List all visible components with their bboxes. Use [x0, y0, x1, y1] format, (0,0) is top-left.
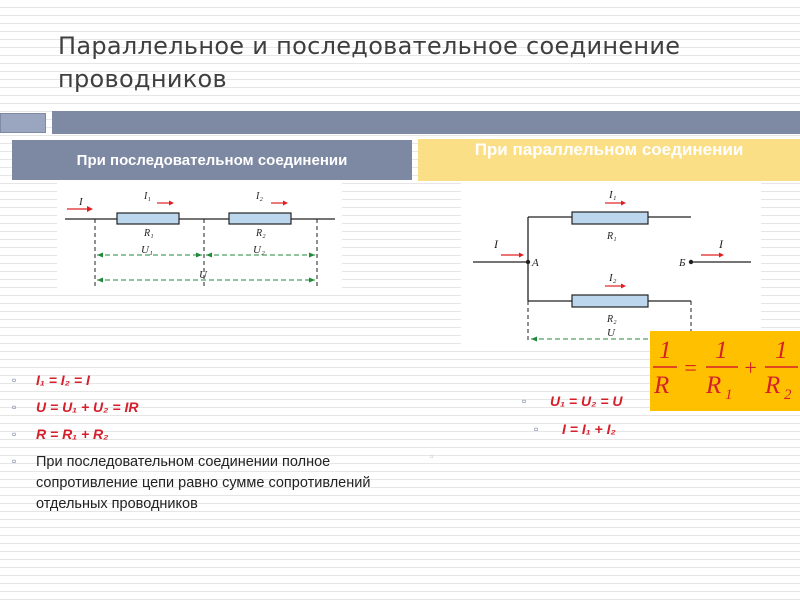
parallel-current-in-label: I [493, 237, 499, 251]
faint-hidden-text: ▫ [430, 448, 770, 466]
parallel-resistance-formula: 1 R = 1 R 1 + 1 R 2 [650, 331, 800, 411]
series-circuit-diagram: I I₁ I₂ R₁ R₂ U₁ U₂ U [57, 183, 342, 291]
series-u-arrow-left [97, 277, 103, 283]
series-resistor-r2 [228, 212, 292, 225]
list-item: ▫ I₁ = I₂ = I [12, 370, 392, 391]
series-u-arrow-right [309, 277, 315, 283]
parallel-r1-label: R₁ [606, 231, 617, 242]
parallel-header: При параллельном соединении [418, 139, 800, 181]
list-item: ▫ При последовательном соединении полное… [12, 451, 392, 514]
list-item: ▫ I = I₁ + I₂ [534, 419, 616, 440]
parallel-node-a-label: А [531, 257, 539, 269]
parallel-node-a-dot [525, 259, 531, 265]
parallel-node-b-label: Б [678, 257, 686, 269]
square-bullet-icon: ▫ [12, 400, 17, 414]
parallel-r2-label: R₂ [606, 314, 617, 325]
series-u2-label: U₂ [253, 244, 265, 256]
parallel-voltage-equation: U₁ = U₂ = U [550, 393, 623, 409]
series-current-equation: I₁ = I₂ = I [36, 372, 90, 388]
parallel-circuit-svg: I I I₁ I₂ R₁ R₂ А Б U [473, 189, 751, 343]
formula-t2-den: R [764, 372, 780, 399]
square-bullet-icon: ▫ [12, 454, 17, 468]
series-explanation: При последовательном соединении полное с… [36, 454, 371, 512]
list-item: ▫ U₁ = U₂ = U [522, 391, 623, 412]
parallel-bullet-voltage: ▫ U₁ = U₂ = U [522, 391, 623, 412]
series-u2-arrow-left [206, 252, 212, 258]
decor-bar-right [52, 111, 800, 134]
series-i2-label: I₂ [255, 191, 263, 202]
parallel-i1-label: I₁ [608, 189, 617, 201]
formula-t1-num: 1 [715, 337, 728, 364]
series-resistance-equation: R = R₁ + R₂ [36, 426, 109, 442]
formula-t2-sub: 2 [784, 387, 792, 403]
parallel-u-arrow-left [531, 336, 537, 342]
parallel-header-text: При параллельном соединении [474, 140, 744, 159]
parallel-current-out-label: I [718, 237, 724, 251]
formula-t1-sub: 1 [725, 387, 733, 403]
formula-t1-den: R [705, 372, 721, 399]
parallel-u-label: U [607, 327, 616, 339]
series-resistor-r1 [116, 212, 180, 225]
series-circuit-svg: I I₁ I₂ R₁ R₂ U₁ U₂ U [65, 191, 335, 287]
series-u-label: U [199, 269, 208, 281]
formula-plus: + [743, 355, 758, 380]
parallel-out-arrowhead [719, 252, 724, 258]
series-i2-arrowhead [283, 200, 288, 206]
series-header-text: При последовательном соединении [76, 151, 348, 169]
list-item: ▫ R = R₁ + R₂ [12, 424, 392, 445]
decor-bar-left [0, 113, 46, 133]
series-u2-arrow-right [309, 252, 315, 258]
parallel-in-arrowhead [519, 252, 524, 258]
parallel-resistor-r2 [571, 294, 649, 308]
parallel-bullet-current: ▫ I = I₁ + I₂ [534, 419, 616, 440]
parallel-i1-arrowhead [621, 200, 626, 206]
square-bullet-icon: ▫ [12, 427, 17, 441]
square-bullet-icon: ▫ [430, 452, 435, 463]
parallel-current-equation: I = I₁ + I₂ [562, 421, 616, 437]
slide-title: Параллельное и последовательное соединен… [58, 32, 681, 93]
series-i1-label: I₁ [143, 191, 151, 202]
series-current-arrowhead [87, 206, 93, 212]
series-u1-arrow-left [97, 252, 103, 258]
series-u1-label: U₁ [141, 244, 153, 256]
series-r1-label: R₁ [143, 228, 154, 239]
parallel-i2-arrowhead [621, 283, 626, 289]
parallel-node-b-dot [688, 259, 694, 265]
series-voltage-equation: U = U₁ + U₂ = IR [36, 399, 139, 415]
square-bullet-icon: ▫ [522, 394, 527, 408]
series-current-label: I [78, 196, 84, 208]
formula-svg: 1 R = 1 R 1 + 1 R 2 [653, 337, 798, 403]
list-item: ▫ U = U₁ + U₂ = IR [12, 397, 392, 418]
series-u1-arrow-right [196, 252, 202, 258]
parallel-circuit-diagram: I I I₁ I₂ R₁ R₂ А Б U [461, 183, 761, 350]
square-bullet-icon: ▫ [12, 373, 17, 387]
formula-t2-num: 1 [775, 337, 788, 364]
series-header: При последовательном соединении [12, 140, 412, 180]
square-bullet-icon: ▫ [534, 422, 539, 436]
series-bullet-list: ▫ I₁ = I₂ = I ▫ U = U₁ + U₂ = IR ▫ R = R… [12, 370, 392, 520]
series-i1-arrowhead [169, 200, 174, 206]
parallel-i2-label: I₂ [608, 272, 617, 284]
formula-lhs-den: R [653, 372, 669, 399]
formula-lhs-num: 1 [659, 337, 672, 364]
parallel-resistor-r1 [571, 211, 649, 225]
formula-eq: = [683, 355, 698, 380]
series-r2-label: R₂ [255, 228, 266, 239]
